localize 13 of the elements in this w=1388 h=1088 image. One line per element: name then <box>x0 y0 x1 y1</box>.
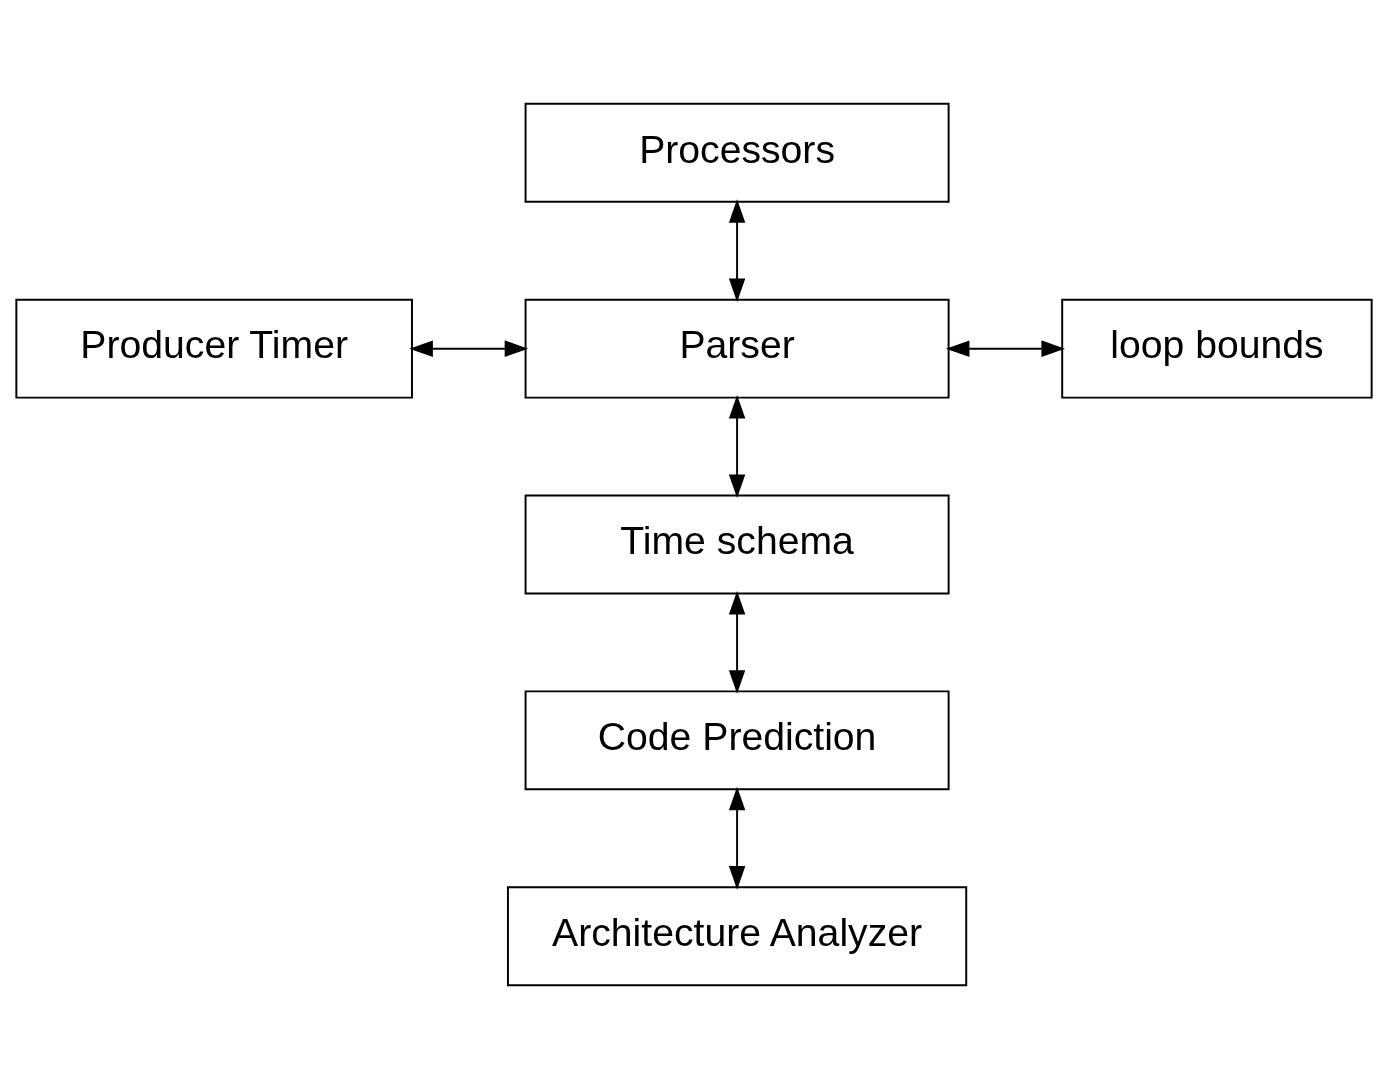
node-box: Parser <box>524 298 950 399</box>
arrow <box>728 590 746 694</box>
node-box: Producer Timer <box>15 298 413 399</box>
arrow <box>409 339 529 357</box>
node-box: loop bounds <box>1061 298 1373 399</box>
arrow <box>728 394 746 498</box>
arrow <box>728 198 746 302</box>
node-box: Architecture Analyzer <box>506 885 968 986</box>
arrow <box>728 786 746 890</box>
node-box: Processors <box>524 102 950 203</box>
node-box: Time schema <box>524 494 950 594</box>
arrow <box>945 339 1065 357</box>
node-box: Code Prediction <box>524 689 950 790</box>
